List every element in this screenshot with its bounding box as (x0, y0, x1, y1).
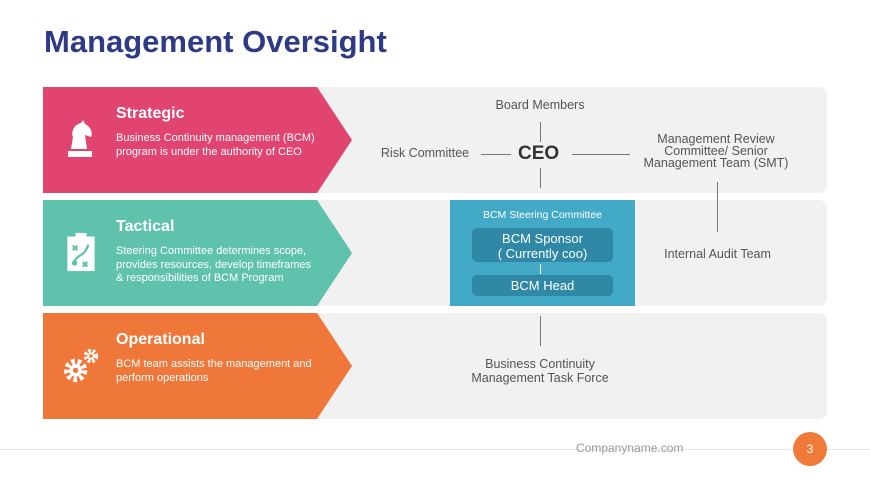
ceo-label: CEO (518, 143, 560, 164)
strategic-arrow: Strategic Business Continuity management… (43, 87, 352, 193)
footer-divider (0, 449, 870, 450)
risk-committee-label: Risk Committee (380, 146, 470, 160)
bcm-sponsor-box: BCM Sponsor ( Currently coo) (472, 228, 613, 262)
arrow-risk-ceo (481, 154, 511, 155)
row-description: BCM team assists the management and perf… (116, 358, 312, 384)
sponsor-label: BCM Sponsor (502, 231, 583, 246)
page-title: Management Oversight (44, 24, 387, 59)
bcm-steering-committee-box: BCM Steering Committee BCM Sponsor ( Cur… (450, 200, 635, 306)
row-description: Steering Committee determines scope, pro… (116, 245, 312, 284)
row-heading: Strategic (116, 105, 185, 122)
arrow-mgmt-audit (717, 182, 718, 232)
row-heading: Tactical (116, 218, 175, 235)
strategic-band (300, 87, 827, 193)
arrow-ceo-mgmt (572, 154, 630, 155)
arrow-steering-taskforce (540, 316, 541, 346)
tactical-arrow: Tactical Steering Committee determines s… (43, 200, 352, 306)
gears-icon (63, 348, 99, 383)
arrow-ceo-steering (540, 168, 541, 188)
steering-title: BCM Steering Committee (482, 209, 603, 221)
company-name: Companyname.com (576, 441, 684, 455)
chess-knight-icon (68, 120, 92, 157)
row-heading: Operational (116, 331, 205, 348)
internal-audit-label: Internal Audit Team (664, 247, 771, 261)
arrow-board-ceo (540, 122, 541, 142)
operational-band (300, 313, 827, 419)
board-members-label: Board Members (495, 98, 585, 112)
bcm-head-box: BCM Head (472, 275, 613, 296)
task-force-label: Business Continuity Management Task Forc… (471, 357, 609, 385)
row-description: Business Continuity management (BCM) pro… (116, 132, 315, 158)
strategy-clipboard-icon (67, 232, 95, 272)
management-review-label: Management Review Committee/ Senior Mana… (643, 132, 789, 170)
operational-arrow: Operational BCM team assists the managem… (43, 313, 352, 419)
page-number: 3 (793, 432, 827, 466)
sponsor-note: ( Currently coo) (497, 246, 588, 261)
arrow-sponsor-head (540, 264, 541, 274)
